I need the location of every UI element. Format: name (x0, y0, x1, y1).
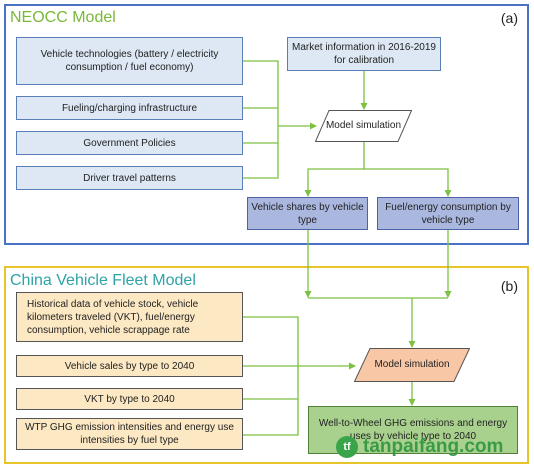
model-simulation-a-label: Model simulation (325, 120, 402, 131)
arrow-model-to-shares (304, 142, 365, 197)
tanpaifang-watermark: tf tanpaifang.com (336, 436, 503, 458)
model-simulation-a: Model simulation (315, 110, 412, 142)
panel-a-title: NEOCC Model (10, 9, 116, 26)
output-fuel-energy-consumption: Fuel/energy consumption by vehicle type (377, 197, 519, 230)
connector-inputs-a-bracket (243, 60, 279, 179)
panel-b-title: China Vehicle Fleet Model (10, 272, 196, 289)
input-historical-data: Historical data of vehicle stock, vehicl… (16, 292, 243, 342)
model-simulation-a-shape (315, 110, 412, 142)
panel-a-neocc-model (4, 4, 529, 245)
arrow-model-to-fuel (364, 168, 452, 197)
tanpaifang-logo-icon: tf (336, 436, 358, 458)
input-fueling-infrastructure: Fueling/charging infrastructure (16, 96, 243, 120)
output-wtw-ghg-emissions: Well-to-Wheel GHG emissions and energy u… (308, 406, 518, 454)
tanpaifang-watermark-text: tanpaifang.com (363, 436, 504, 457)
output-vehicle-shares: Vehicle shares by vehicle type (247, 197, 368, 230)
model-simulation-b: Model simulation (354, 348, 470, 382)
market-information-box: Market information in 2016-2019 for cali… (287, 37, 441, 71)
model-simulation-b-shape (354, 348, 470, 382)
panel-a-tag: (a) (500, 10, 518, 26)
input-government-policies: Government Policies (16, 131, 243, 155)
input-driver-travel-patterns: Driver travel patterns (16, 166, 243, 190)
model-simulation-b-label: Model simulation (374, 359, 450, 370)
panel-b-tag: (b) (500, 278, 518, 294)
input-wtp-ghg-intensities: WTP GHG emission intensities and energy … (16, 418, 243, 450)
input-vkt-by-type: VKT by type to 2040 (16, 388, 243, 410)
panel-b-china-vehicle-fleet-model (4, 266, 529, 464)
input-vehicle-sales: Vehicle sales by type to 2040 (16, 355, 243, 377)
connector-inputs-b-bracket (243, 316, 299, 436)
input-vehicle-technologies: Vehicle technologies (battery / electric… (16, 37, 243, 85)
